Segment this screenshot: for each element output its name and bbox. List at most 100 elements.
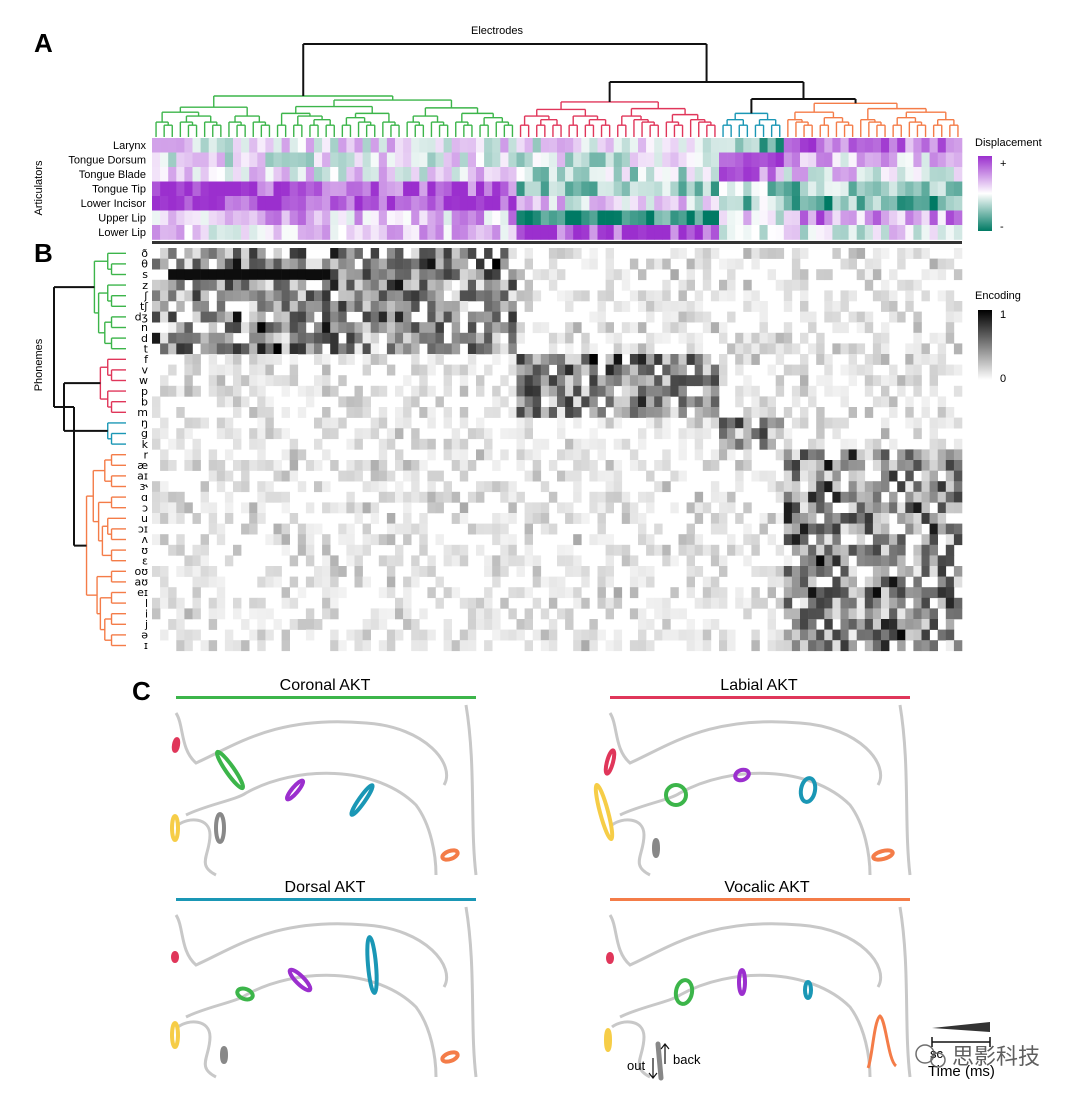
displacement-cell (451, 167, 461, 182)
encoding-cell (362, 301, 371, 312)
encoding-cell (395, 460, 404, 471)
encoding-cell (273, 428, 282, 440)
displacement-cell (378, 196, 388, 211)
encoding-cell (921, 354, 930, 365)
encoding-cell (435, 396, 444, 408)
displacement-cell (921, 152, 930, 168)
encoding-cell (249, 608, 258, 620)
displacement-cell (735, 138, 744, 153)
displacement-cell (322, 138, 331, 153)
encoding-cell (929, 364, 938, 376)
encoding-cell (864, 619, 874, 630)
encoding-cell (443, 449, 452, 461)
encoding-cell (216, 258, 226, 270)
pharynx-outline (898, 704, 912, 876)
encoding-cell (654, 407, 663, 418)
displacement-cell (597, 196, 606, 211)
encoding-cell (524, 258, 533, 270)
displacement-cell (581, 210, 590, 226)
encoding-cell (702, 364, 712, 376)
encoding-cell (378, 311, 388, 323)
encoding-cell (929, 608, 938, 620)
encoding-cell (419, 385, 428, 397)
encoding-cell (767, 417, 776, 429)
displacement-cell (152, 225, 161, 240)
encoding-cell (800, 523, 809, 535)
encoding-cell (184, 428, 193, 440)
encoding-cell (953, 523, 963, 535)
encoding-cell (378, 470, 388, 482)
trajectory-loop (604, 1028, 612, 1052)
displacement-cell (654, 152, 663, 168)
encoding-cell (816, 587, 825, 599)
encoding-cell (654, 544, 663, 556)
displacement-cell (775, 181, 785, 197)
encoding-cell (500, 491, 509, 503)
displacement-cell (289, 167, 299, 182)
encoding-cell (459, 290, 469, 302)
displacement-cell (654, 138, 663, 153)
tongue-outline (619, 771, 872, 876)
encoding-cell (719, 258, 728, 270)
encoding-cell (386, 301, 396, 312)
encoding-cell (476, 279, 485, 291)
encoding-cell (654, 375, 663, 387)
encoding-cell (945, 460, 955, 471)
encoding-cell (160, 279, 169, 291)
displacement-cell (783, 225, 793, 240)
displacement-cell (613, 210, 623, 226)
encoding-cell (386, 364, 396, 376)
encoding-cell (419, 248, 428, 259)
encoding-cell (686, 396, 695, 408)
encoding-cell (832, 385, 841, 397)
encoding-cell (370, 619, 380, 630)
encoding-cell (330, 311, 339, 323)
encoding-cell (249, 597, 258, 609)
encoding-cell (160, 587, 169, 599)
encoding-cell (557, 354, 566, 365)
encoding-cell (322, 597, 331, 609)
encoding-cell (208, 566, 218, 577)
encoding-cell (208, 332, 218, 344)
displacement-cell (241, 167, 250, 182)
encoding-cell (751, 566, 760, 577)
encoding-cell (362, 407, 371, 418)
encoding-cell (872, 629, 882, 641)
trajectory-loop (593, 782, 615, 842)
encoding-cell (459, 269, 469, 281)
trajectory-loop (220, 1046, 228, 1064)
encoding-cell (540, 629, 550, 641)
encoding-cell (589, 258, 598, 270)
panel-letter-c: C (132, 676, 151, 706)
encoding-cell (435, 343, 444, 355)
encoding-cell (678, 396, 687, 408)
displacement-cell (184, 225, 193, 240)
encoding-cell (735, 417, 744, 429)
encoding-cell (216, 343, 226, 355)
encoding-cell (411, 523, 420, 535)
displacement-cell (354, 138, 363, 153)
encoding-cell (403, 491, 412, 503)
displacement-cell (314, 181, 323, 197)
encoding-cell (913, 364, 922, 376)
encoding-cell (224, 428, 234, 440)
displacement-cell (281, 196, 290, 211)
displacement-cell (937, 152, 947, 168)
encoding-cell (281, 407, 290, 418)
displacement-cell (832, 181, 841, 197)
encoding-cell (224, 311, 234, 323)
encoding-cell (524, 608, 533, 620)
displacement-cell (200, 167, 209, 182)
encoding-cell (208, 619, 218, 630)
encoding-cell (305, 555, 315, 567)
displacement-cell (783, 210, 793, 226)
encoding-cell (152, 290, 161, 302)
displacement-cell (727, 138, 736, 153)
encoding-cell (443, 407, 452, 418)
encoding-cell (629, 460, 639, 471)
displacement-cell (816, 196, 825, 211)
displacement-cell (532, 181, 542, 197)
encoding-cell (403, 407, 412, 418)
encoding-cell (719, 491, 728, 503)
encoding-cell (476, 375, 485, 387)
